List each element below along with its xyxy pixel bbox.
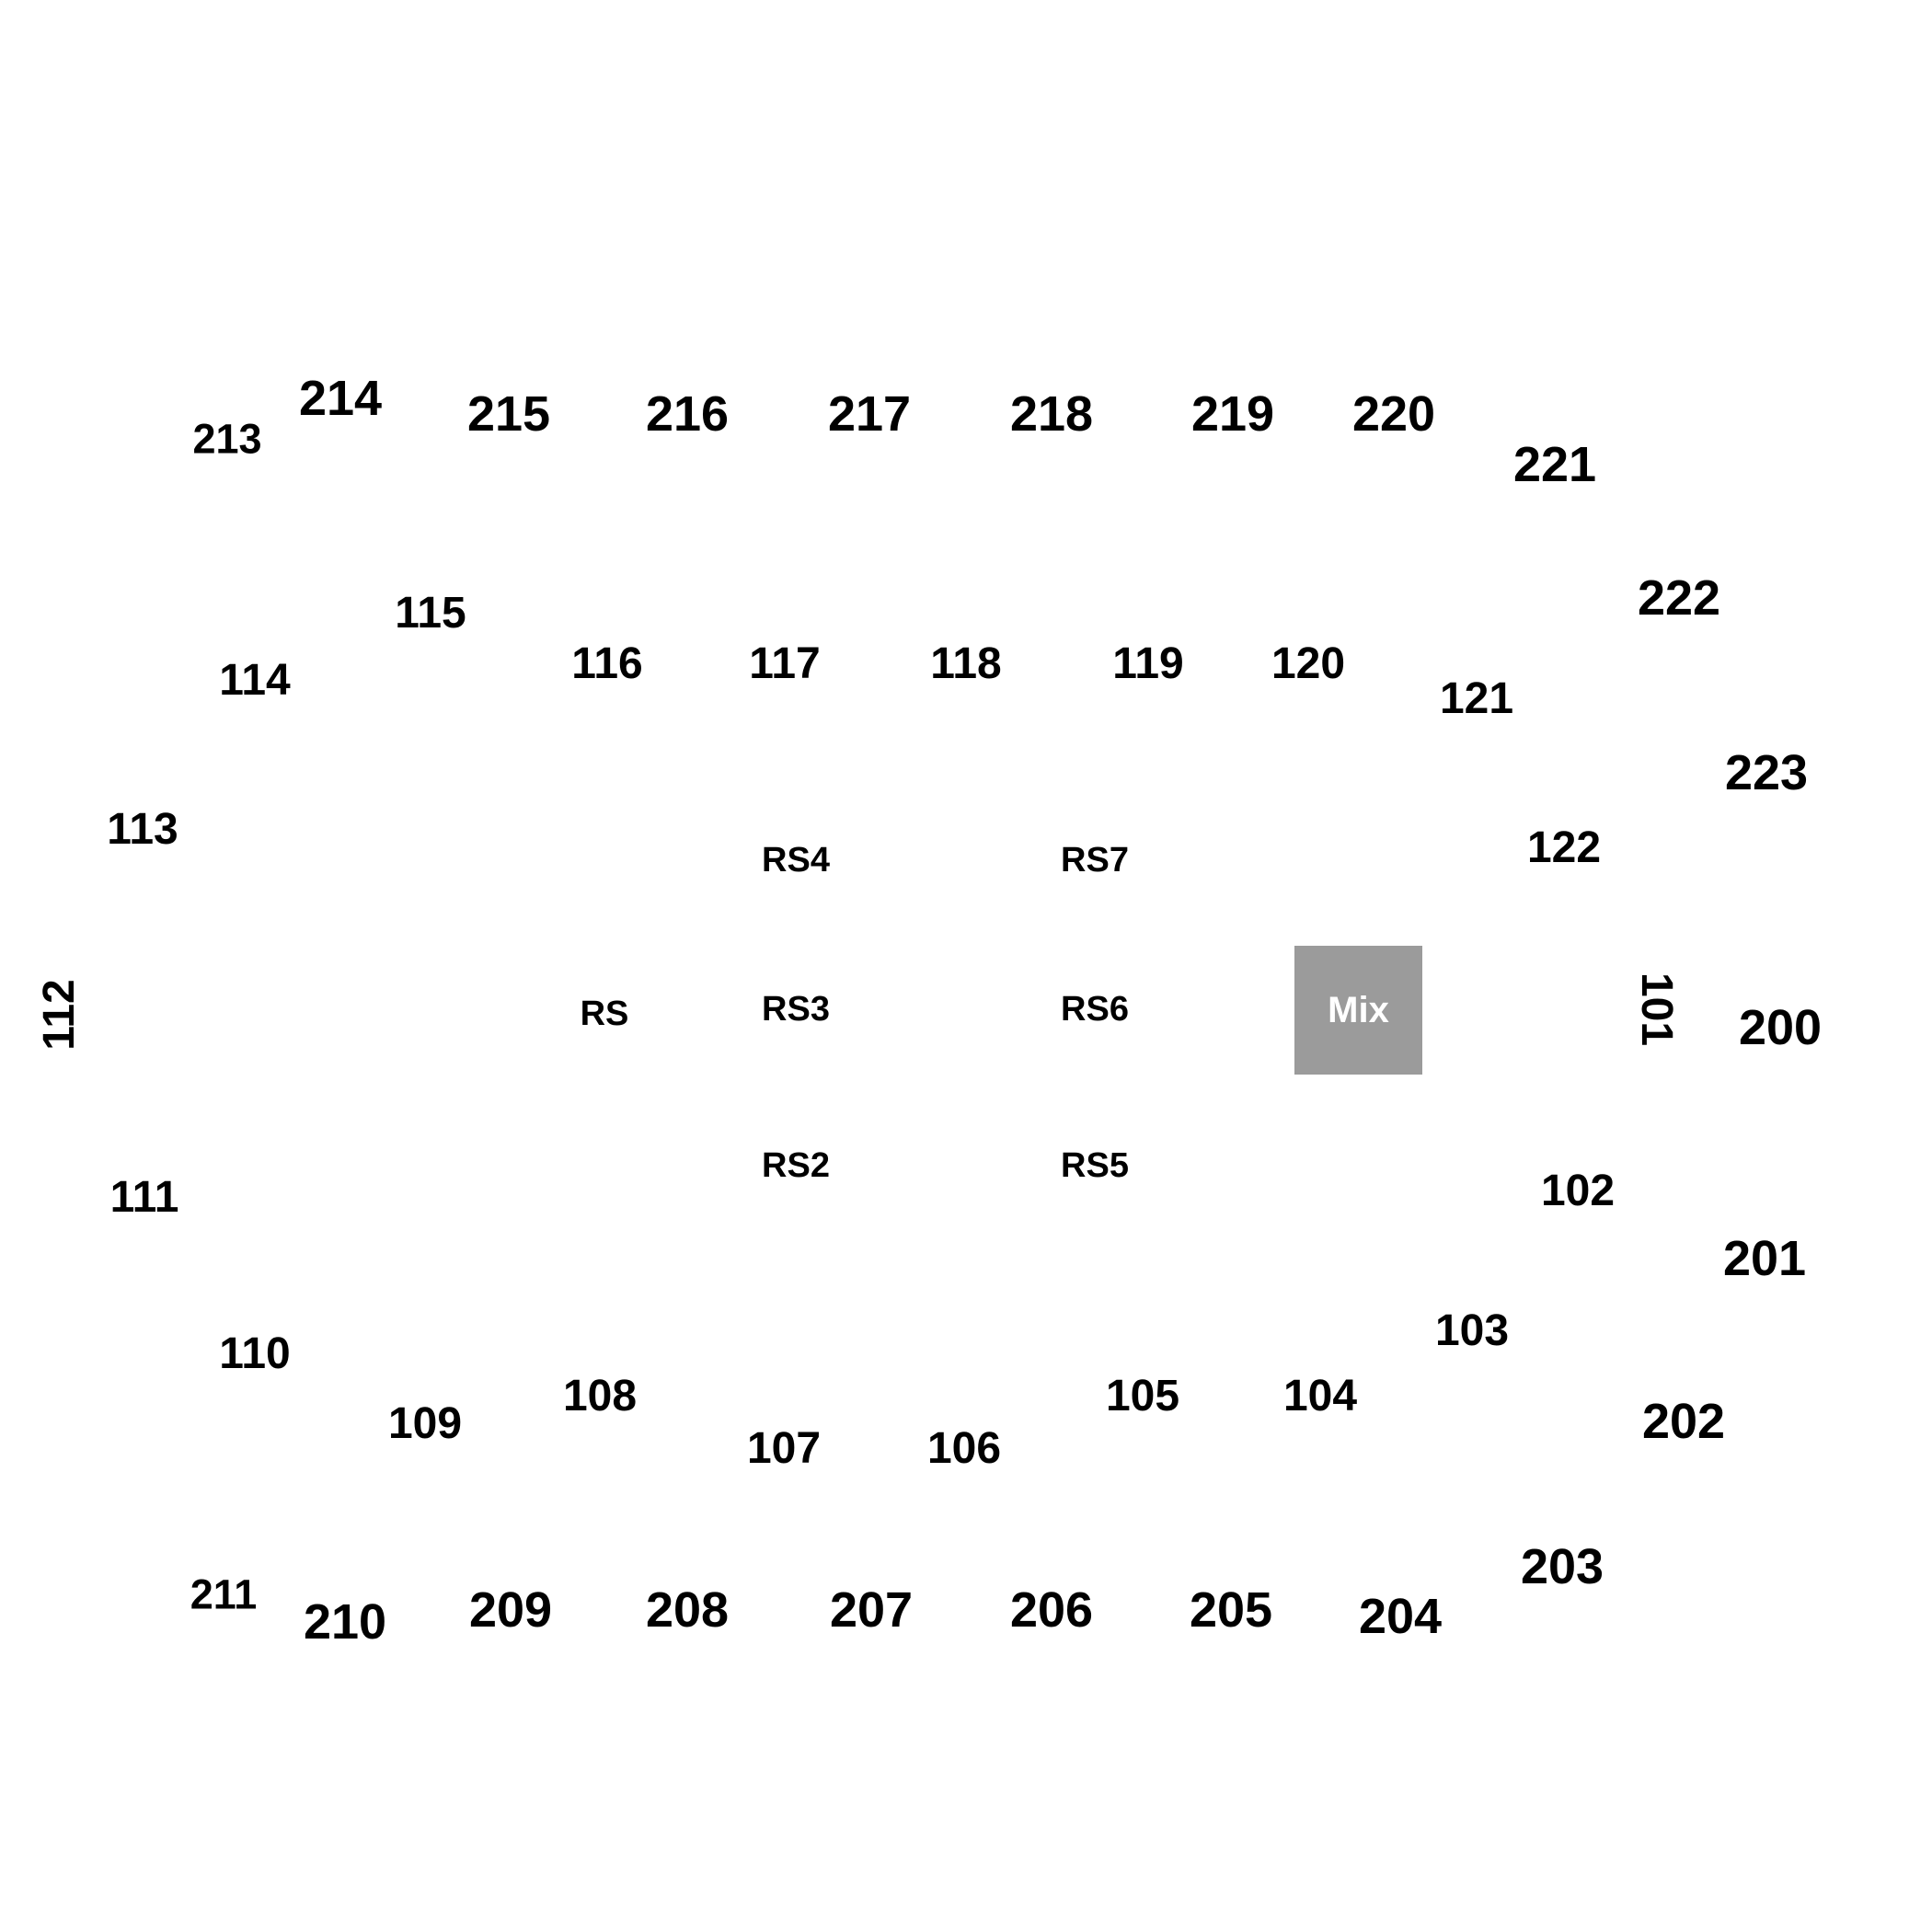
section-117[interactable]: 117 — [749, 639, 821, 688]
section-119[interactable]: 119 — [1112, 639, 1184, 688]
floor-section-rs2[interactable]: RS2 — [762, 1146, 830, 1185]
section-207[interactable]: 207 — [829, 1582, 914, 1638]
section-120[interactable]: 120 — [1271, 639, 1346, 688]
section-210[interactable]: 210 — [303, 1594, 387, 1650]
section-118[interactable]: 118 — [930, 639, 1002, 688]
section-103[interactable]: 103 — [1434, 1306, 1510, 1355]
section-122[interactable]: 122 — [1526, 823, 1602, 872]
floor-section-rs6[interactable]: RS6 — [1061, 990, 1129, 1029]
section-109[interactable]: 109 — [387, 1399, 463, 1448]
section-116[interactable]: 116 — [571, 639, 643, 688]
section-220[interactable]: 220 — [1351, 386, 1436, 442]
section-111[interactable]: 111 — [109, 1173, 179, 1222]
section-108[interactable]: 108 — [562, 1372, 638, 1420]
section-113[interactable]: 113 — [107, 805, 178, 854]
section-121[interactable]: 121 — [1439, 674, 1514, 723]
section-219[interactable]: 219 — [1190, 386, 1275, 442]
section-204[interactable]: 204 — [1358, 1589, 1443, 1644]
section-101[interactable]: 101 — [1632, 972, 1681, 1047]
floor-section-rs7[interactable]: RS7 — [1061, 841, 1129, 880]
section-208[interactable]: 208 — [645, 1582, 730, 1638]
floor-section-rs4[interactable]: RS4 — [762, 841, 830, 880]
section-107[interactable]: 107 — [746, 1424, 822, 1473]
section-112[interactable]: 112 — [35, 979, 84, 1051]
section-221[interactable]: 221 — [1512, 437, 1597, 492]
section-222[interactable]: 222 — [1637, 570, 1721, 626]
mix-position-box[interactable]: Mix — [1294, 946, 1422, 1075]
section-102[interactable]: 102 — [1540, 1167, 1616, 1215]
section-211[interactable]: 211 — [190, 1570, 258, 1618]
mix-label: Mix — [1328, 989, 1389, 1030]
section-206[interactable]: 206 — [1009, 1582, 1094, 1638]
section-217[interactable]: 217 — [827, 386, 912, 442]
floor-section-rs[interactable]: RS — [580, 995, 629, 1033]
floor-section-rs3[interactable]: RS3 — [762, 990, 830, 1029]
section-209[interactable]: 209 — [468, 1582, 553, 1638]
section-215[interactable]: 215 — [466, 386, 551, 442]
section-203[interactable]: 203 — [1520, 1539, 1604, 1594]
section-202[interactable]: 202 — [1641, 1394, 1726, 1449]
section-218[interactable]: 218 — [1009, 386, 1094, 442]
section-223[interactable]: 223 — [1724, 745, 1809, 800]
section-205[interactable]: 205 — [1189, 1582, 1273, 1638]
section-105[interactable]: 105 — [1105, 1372, 1180, 1420]
section-104[interactable]: 104 — [1282, 1372, 1358, 1420]
section-214[interactable]: 214 — [298, 371, 383, 426]
section-110[interactable]: 110 — [219, 1329, 291, 1378]
section-115[interactable]: 115 — [395, 589, 466, 638]
section-216[interactable]: 216 — [645, 386, 730, 442]
floor-section-rs5[interactable]: RS5 — [1061, 1146, 1129, 1185]
section-200[interactable]: 200 — [1738, 1000, 1823, 1055]
section-213[interactable]: 213 — [192, 415, 262, 463]
section-106[interactable]: 106 — [926, 1424, 1002, 1473]
section-114[interactable]: 114 — [219, 656, 291, 705]
section-201[interactable]: 201 — [1722, 1231, 1807, 1286]
